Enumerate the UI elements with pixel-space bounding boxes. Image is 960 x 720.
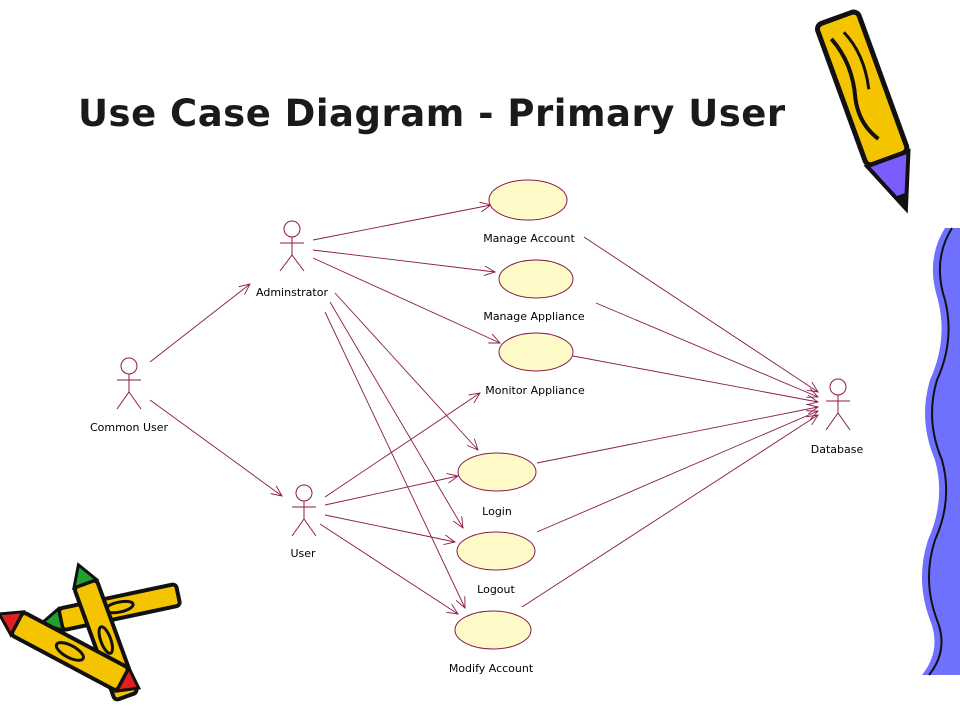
edge-user-login	[324, 476, 458, 506]
edge-admin-manage-account	[312, 205, 491, 241]
edge-commonuser-admin	[149, 284, 250, 363]
actor-administrator[interactable]: Adminstrator	[256, 220, 328, 299]
actor-icon	[120, 357, 138, 375]
edge-monitor-appliance-db	[572, 355, 818, 402]
page-title: Use Case Diagram - Primary User	[78, 92, 786, 135]
use-case-login[interactable]: Login	[457, 452, 537, 518]
edge-admin-monitor-appliance	[312, 257, 500, 343]
edge-user-logout	[324, 514, 455, 542]
edge-admin-logout	[329, 301, 463, 528]
edge-user-modify-account	[319, 523, 458, 614]
actor-label: Database	[811, 443, 864, 456]
use-case-modify-account[interactable]: Modify Account	[449, 610, 534, 675]
use-case-label: Manage Account	[483, 232, 575, 245]
use-case-label: Modify Account	[449, 662, 534, 675]
actor-label: User	[290, 547, 316, 560]
edge-commonuser-user	[149, 399, 282, 496]
use-case-label: Logout	[477, 583, 515, 596]
edge-login-db	[536, 407, 818, 464]
edge-admin-modify-account	[324, 311, 465, 608]
actor-icon	[829, 378, 847, 396]
use-case-label: Login	[482, 505, 512, 518]
actor-label: Common User	[90, 421, 169, 434]
use-case-manage-account[interactable]: Manage Account	[483, 179, 575, 245]
edge-logout-db	[536, 411, 818, 533]
wavy-border-icon	[921, 227, 960, 676]
actor-database[interactable]: Database	[811, 378, 864, 456]
pencil-clipart-icon	[814, 9, 911, 214]
edge-admin-manage-appliance	[312, 249, 495, 272]
edge-modify-account-db	[521, 415, 818, 608]
actor-user[interactable]: User	[290, 484, 317, 560]
edge-manage-appliance-db	[595, 302, 818, 397]
edge-admin-login	[334, 292, 478, 450]
use-case-logout[interactable]: Logout	[456, 531, 536, 596]
actor-icon	[283, 220, 301, 238]
pencils-bundle-icon	[0, 562, 182, 702]
actor-label: Adminstrator	[256, 286, 328, 299]
use-case-label: Monitor Appliance	[485, 384, 585, 397]
edge-manage-account-db	[583, 236, 818, 392]
edge-user-monitor-appliance	[324, 393, 480, 498]
actor-icon	[295, 484, 313, 502]
use-case-manage-appliance[interactable]: Manage Appliance	[483, 259, 585, 323]
use-case-monitor-appliance[interactable]: Monitor Appliance	[485, 332, 585, 397]
use-case-label: Manage Appliance	[483, 310, 585, 323]
actor-common-user[interactable]: Common User	[90, 357, 169, 434]
edges	[149, 205, 818, 614]
